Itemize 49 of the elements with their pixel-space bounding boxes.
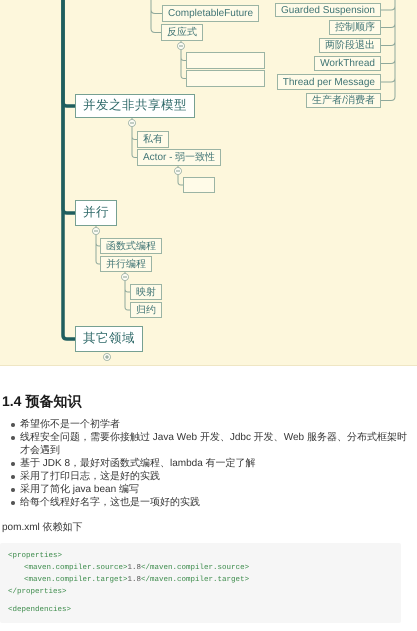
topic-text: 函数式编程 bbox=[106, 240, 156, 252]
topic-box bbox=[100, 256, 152, 272]
topic-text: 并行 bbox=[83, 206, 109, 220]
topic-box bbox=[186, 70, 265, 87]
topic-text: WorkThread bbox=[320, 58, 375, 69]
topic-box bbox=[130, 302, 162, 318]
connector-line bbox=[150, 0, 162, 33]
topic-text: 并发之非共享模型 bbox=[83, 99, 187, 113]
list-item-text: 采用了简化 java bean 编写 bbox=[20, 483, 139, 496]
topic-text: 归约 bbox=[136, 304, 156, 316]
topic-box bbox=[162, 5, 260, 22]
topic-box bbox=[329, 20, 381, 35]
topic-box bbox=[276, 74, 381, 90]
list-item-text: 希望你不是一个初学者 bbox=[20, 418, 120, 431]
topic-text: 控制顺序 bbox=[335, 22, 375, 33]
list-item-text: 给每个线程好名字，这也是一项好的实践 bbox=[20, 496, 200, 509]
topic-box bbox=[137, 131, 169, 148]
topic-text: 私有 bbox=[143, 134, 163, 145]
topic-text: CompletableFuture bbox=[168, 8, 254, 19]
topic-box bbox=[183, 177, 215, 193]
topic-text: 反应式 bbox=[167, 27, 197, 38]
topic-box bbox=[319, 38, 381, 53]
topic-text: 映射 bbox=[136, 286, 156, 298]
topic-text: 两阶段退出 bbox=[325, 40, 375, 51]
body-text: pom.xml 依赖如下 bbox=[2, 521, 83, 534]
topic-text: 其它领域 bbox=[83, 332, 135, 346]
topic-box bbox=[275, 3, 381, 17]
topic-box bbox=[75, 94, 195, 118]
trunk-line bbox=[61, 0, 75, 341]
topic-text: Thread per Message bbox=[282, 76, 375, 88]
topic-text: 并行编程 bbox=[106, 258, 146, 270]
section-heading: 1.4 预备知识 bbox=[2, 392, 82, 410]
topic-box bbox=[137, 149, 222, 166]
list-item-text: 线程安全问题，需要你接触过 Java Web 开发、Jdbc 开发、Web 服务器、分布式框架时才会遇到 bbox=[20, 431, 408, 457]
topic-text: Guarded Suspension bbox=[281, 4, 375, 16]
topic-text: 生产者/消费者 bbox=[312, 95, 375, 106]
topic-box bbox=[75, 200, 117, 226]
topic-box bbox=[314, 56, 381, 71]
connector-line bbox=[178, 166, 184, 186]
topic-box bbox=[100, 238, 162, 254]
topic-box bbox=[161, 24, 203, 41]
topic-text: Actor - 弱一致性 bbox=[143, 152, 216, 163]
topic-box bbox=[306, 93, 381, 108]
topic-box bbox=[130, 284, 162, 300]
list-item-text: 基于 JDK 8，最好对函数式编程、lambda 有一定了解 bbox=[20, 457, 256, 470]
connector-line bbox=[380, 0, 396, 101]
topic-box bbox=[186, 52, 265, 69]
list-item-text: 采用了打印日志，这是好的实践 bbox=[20, 470, 160, 483]
topic-box bbox=[75, 326, 143, 352]
